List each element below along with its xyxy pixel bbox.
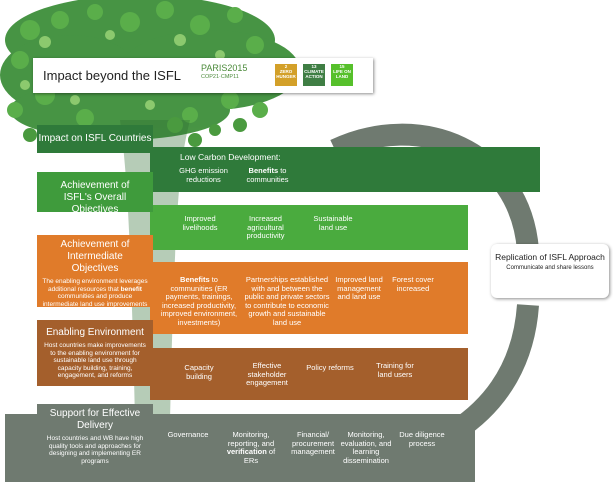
tab-intermediate: Achievement of Intermediate Objectives T… [37,235,153,308]
sdg-badge-13: 13 CLIMATE ACTION [303,64,325,86]
intermediate-item: Partnerships established with and betwee… [244,275,330,327]
objectives-item: Improved livelihoods [182,214,218,232]
impact-item: GHG emission reductions [179,166,228,184]
support-description: Host countries and WB have high quality … [46,435,144,465]
intermediate-band [150,262,468,334]
sdg-badge-15: 15 LIFE ON LAND [331,64,353,86]
impact-benefits: Benefits to communities [246,166,289,184]
enabling-item: Training for land users [376,361,414,379]
enabling-item: Capacity building [184,363,214,381]
impact-heading: Low Carbon Development: [180,152,281,162]
title-box: Impact beyond the ISFL PARIS2015 COP21·C… [33,58,373,93]
page-title: Impact beyond the ISFL [43,68,182,83]
tab-objectives: Achievement of ISFL's Overall Objectives [37,172,153,215]
support-item: Due diligence process [399,430,445,448]
replication-description: Communicate and share lessons [506,265,594,271]
replication-box: Replication of ISFL Approach Communicate… [491,244,609,298]
intermediate-item: Improved land management and land use [335,275,383,301]
tab-support: Support for Effective Delivery Host coun… [37,404,153,482]
intermediate-description: The enabling environment leverages addit… [42,278,148,308]
impact-band [150,147,540,192]
intermediate-benefits: Benefits to communities (ER payments, tr… [160,275,238,327]
support-item: Governance [167,430,209,439]
replication-title: Replication of ISFL Approach [495,252,605,262]
enabling-item: Effective stakeholder engagement [246,361,288,387]
objectives-item: Increased agricultural productivity [246,214,285,240]
tab-impact: Impact on ISFL Countries [37,125,153,153]
objectives-item: Sustainable land use [313,214,353,232]
objectives-band [150,205,468,250]
support-item: Financial/ procurement management [291,430,335,456]
paris-logo: PARIS2015 COP21·CMP11 [201,63,248,81]
sdg-badge-2: 2 ZERO HUNGER [275,64,297,86]
intermediate-item: Forest cover increased [392,275,434,293]
enabling-item: Policy reforms [306,363,354,372]
tab-enabling: Enabling Environment Host countries make… [37,320,153,386]
support-monitoring: Monitoring, reporting, and verification … [226,430,276,465]
enabling-band [150,348,468,400]
enabling-description: Host countries make improvements to the … [44,342,146,379]
support-item: Monitoring, evaluation, and learning dis… [340,430,392,465]
